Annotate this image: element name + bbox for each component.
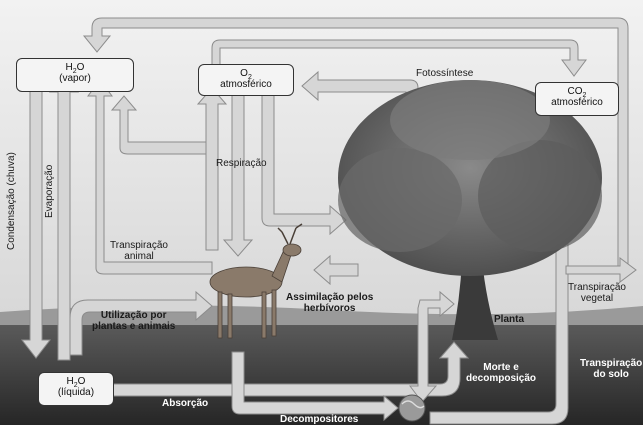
o2-formula: O2 xyxy=(199,68,293,81)
arrow-respiracao-left xyxy=(110,95,211,155)
arrow-animal-to-decompositores xyxy=(231,351,399,422)
h2o-liquid-box: H2O (líquida) xyxy=(38,372,114,406)
deer-leg-back-2 xyxy=(227,293,233,339)
h2o-vapor-box: H2O (vapor) xyxy=(16,58,134,92)
tree-trunk xyxy=(452,260,498,340)
h2o-liquid-formula-sub: 2 xyxy=(73,382,78,389)
arrow-assimilacao xyxy=(313,254,359,286)
label-condensacao: Condensação (chuva) xyxy=(6,152,17,250)
arrow-fotossintese xyxy=(301,70,419,126)
co2-formula-sub: 2 xyxy=(582,92,587,99)
arrow-o2-to-animal xyxy=(222,93,254,257)
deer-leg-front-2 xyxy=(271,289,277,337)
label-utilizacao: Utilização por plantas e animais xyxy=(92,310,175,332)
label-respiracao: Respiração xyxy=(216,158,267,169)
tree-canopy-top xyxy=(390,80,550,160)
label-assimilacao-line2: herbívoros xyxy=(303,303,356,314)
label-transpiracao-animal-line2: animal xyxy=(124,251,154,262)
globe-highlight xyxy=(401,400,425,409)
h2o-vapor-formula-o: O xyxy=(76,62,85,73)
o2-box: O2 atmosférico xyxy=(198,64,294,96)
h2o-vapor-formula-h: H xyxy=(65,62,73,73)
label-transpiracao-solo: Transpiração do solo xyxy=(580,358,642,380)
deer-antlers xyxy=(277,223,303,245)
o2-formula-o: O xyxy=(240,68,248,79)
label-planta: Planta xyxy=(494,314,525,325)
o2-label: atmosférico xyxy=(220,79,272,90)
label-transpiracao-animal: Transpiração animal xyxy=(110,240,168,262)
label-decompositores: Decompositores xyxy=(280,414,359,425)
label-transpiracao-solo-line2: do solo xyxy=(593,369,629,380)
deer-leg-back-1 xyxy=(217,291,223,339)
label-utilizacao-line1: Utilização por xyxy=(100,310,167,321)
tree-canopy-right xyxy=(478,140,602,252)
deer xyxy=(209,223,303,339)
tree xyxy=(338,80,602,340)
arrow-condensacao xyxy=(20,87,52,359)
co2-formula: CO2 xyxy=(536,86,618,99)
co2-box: CO2 atmosférico xyxy=(535,82,619,116)
arrow-plant-to-decompositores xyxy=(409,290,455,403)
label-utilizacao-line2: plantas e animais xyxy=(92,321,176,332)
label-transpiracao-vegetal-line1: Transpiração xyxy=(568,282,626,293)
label-transpiracao-animal-line1: Transpiração xyxy=(110,240,168,251)
label-evaporacao: Evaporação xyxy=(44,164,55,218)
label-morte-decomposicao: Morte e decomposição xyxy=(466,362,536,384)
arrow-top-cycle xyxy=(82,17,629,271)
h2o-vapor-label: (vapor) xyxy=(59,73,91,84)
label-transpiracao-vegetal-line2: vegetal xyxy=(580,293,614,304)
arrow-transpiracao-vegetal xyxy=(565,257,637,283)
arrow-animal-to-o2 xyxy=(196,87,228,251)
co2-formula-co: CO xyxy=(567,86,583,97)
arrow-o2-to-tree xyxy=(261,93,347,236)
h2o-vapor-formula-sub: 2 xyxy=(72,68,77,75)
label-transpiracao-solo-line1: Transpiração xyxy=(580,358,643,369)
co2-label: atmosférico xyxy=(551,97,603,108)
h2o-liquid-formula: H2O xyxy=(39,376,113,389)
deer-leg-front-1 xyxy=(261,291,267,339)
h2o-liquid-formula-h: H xyxy=(66,376,74,387)
deer-head xyxy=(282,243,302,257)
label-assimilacao: Assimilação pelos herbívoros xyxy=(286,292,373,314)
arrow-o2-to-co2 xyxy=(211,39,587,77)
o2-formula-sub: 2 xyxy=(247,74,252,81)
h2o-liquid-formula-o: O xyxy=(77,376,86,387)
label-assimilacao-line1: Assimilação pelos xyxy=(286,292,374,303)
label-absorcao: Absorção xyxy=(162,398,209,409)
tree-canopy-left xyxy=(338,148,462,252)
label-fotossintese: Fotossíntese xyxy=(416,68,474,79)
h2o-vapor-formula: H2O xyxy=(17,62,133,75)
label-transpiracao-vegetal: Transpiração vegetal xyxy=(568,282,626,304)
label-morte-line2: decomposição xyxy=(466,373,537,384)
h2o-liquid-label: (líquida) xyxy=(57,387,95,398)
label-morte-line1: Morte e xyxy=(483,362,519,373)
arrow-utilizacao xyxy=(69,290,213,356)
